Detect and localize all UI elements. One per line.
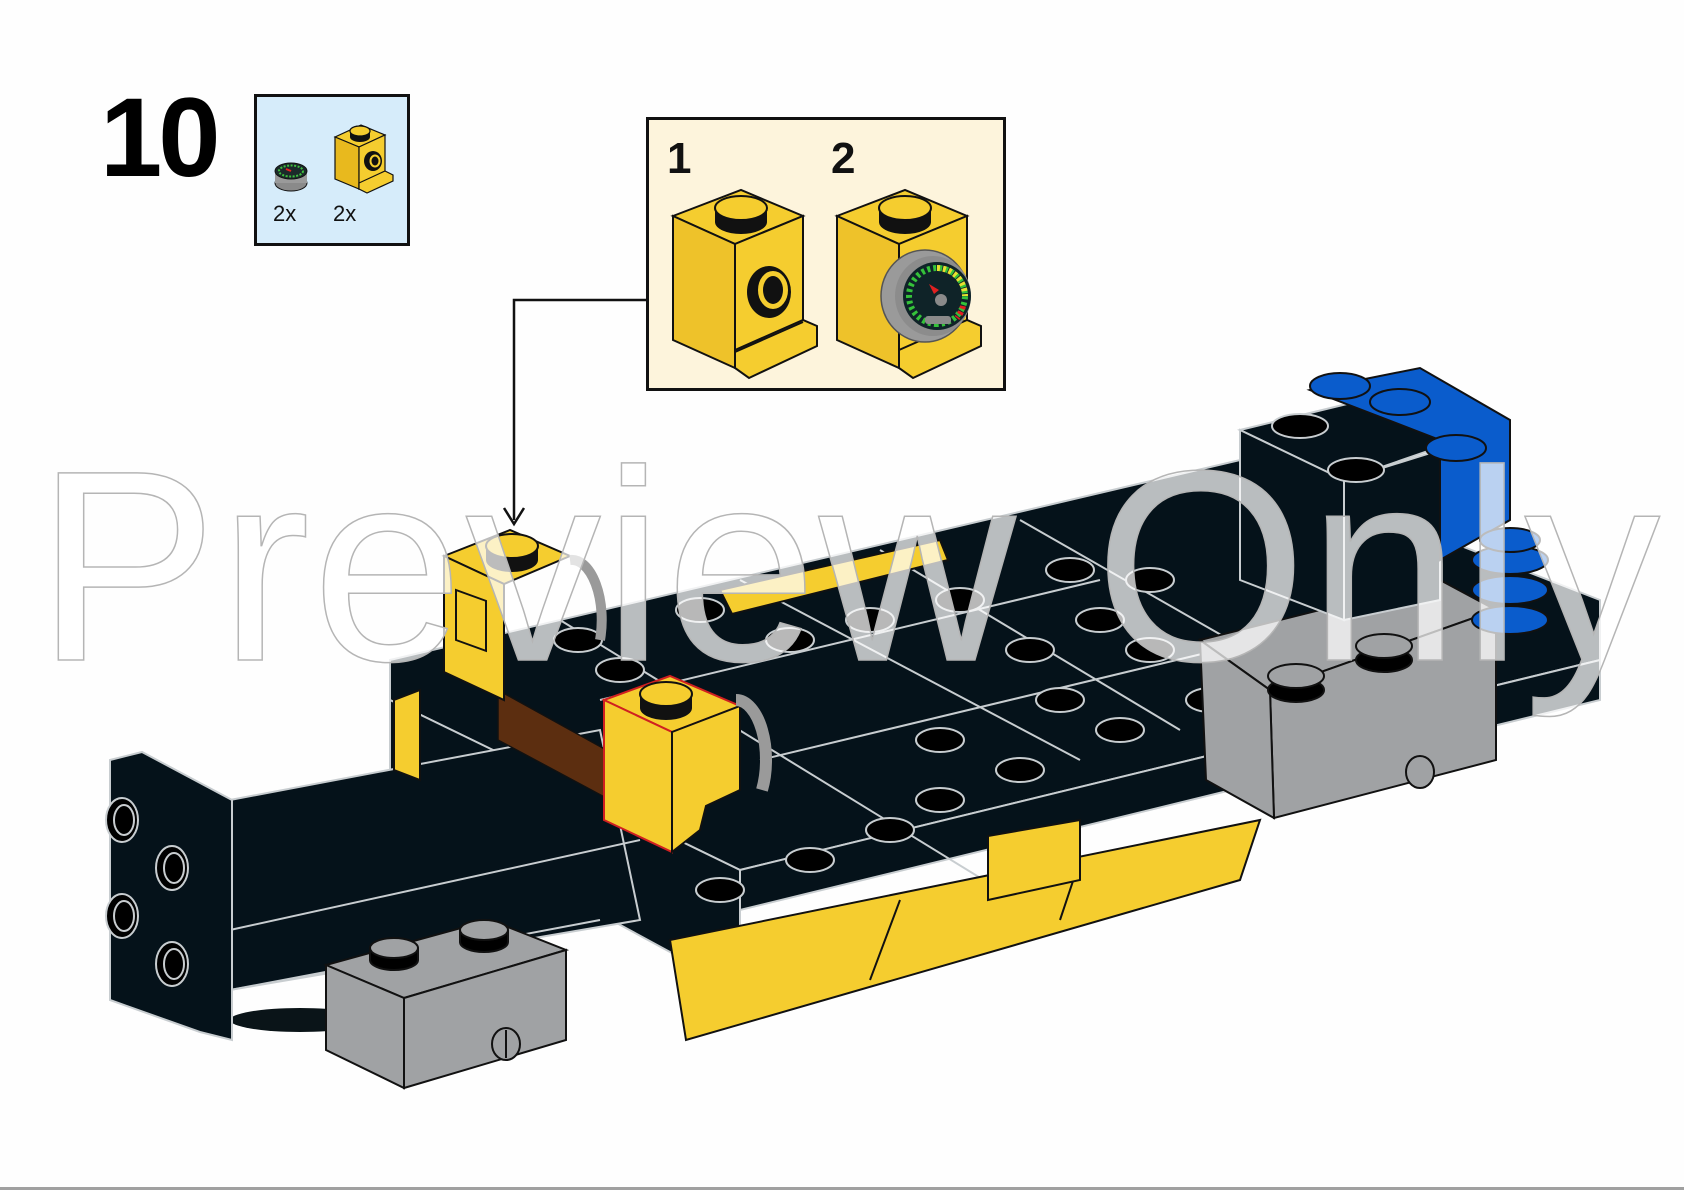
headlight-brick-placed-rear [441,528,607,702]
black-tall-brick [1237,394,1463,622]
step-number: 10 [100,75,221,200]
parts-list-box: 2x 2x [254,94,410,246]
headlight-brick-placed-front [601,674,773,855]
sub-assembly-illustration [670,188,982,380]
sub-step-label-2: 2 [831,134,856,183]
page-bottom-divider [0,1187,1684,1190]
gray-clip-brick-back [1197,578,1499,820]
blue-bricks [1306,366,1549,635]
parts-qty-headlight-brick: 2x [333,201,357,226]
headlight-brick-with-speedometer-icon [834,188,982,380]
yellow-side-panels [393,538,1262,1042]
sub-assembly-callout: 1 2 [646,117,1006,391]
sub-step-label-1: 1 [667,134,692,183]
parts-list-illustration [274,124,394,194]
front-plate-with-studs [105,750,233,1042]
gray-clip-brick-front [322,918,570,1090]
headlight-brick-icon [333,124,394,194]
callout-pointer-arrow [502,298,646,527]
preview-only-watermark: Preview Only [35,414,1663,718]
speedometer-tile-icon [274,162,308,192]
black-studs [553,557,1235,903]
headlight-brick-step1-icon [670,188,818,380]
black-chassis [229,458,1601,992]
brown-tile [497,688,611,802]
parts-qty-speedometer: 2x [273,201,297,226]
